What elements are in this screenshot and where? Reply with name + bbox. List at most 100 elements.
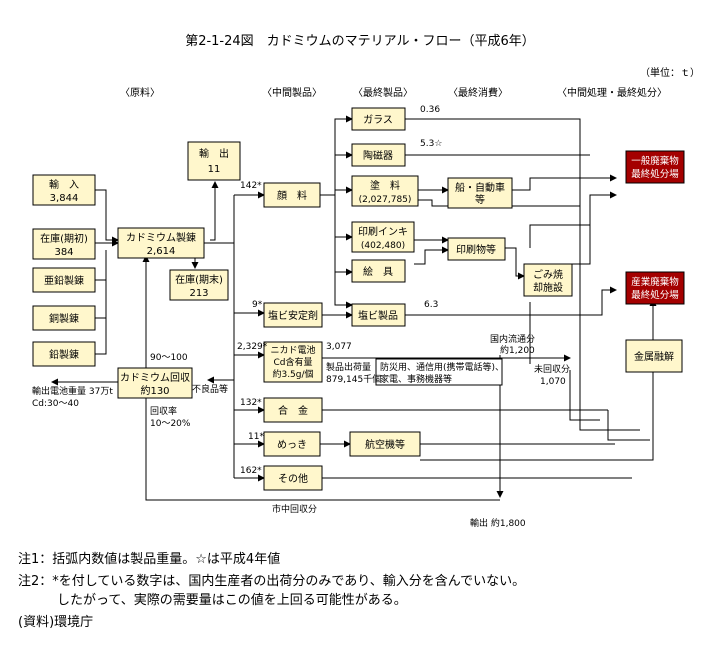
other-value: 162*	[240, 466, 262, 476]
box-incinerator	[523, 263, 573, 297]
shipment-value: 879,145千個	[326, 373, 381, 385]
stock-start-value: 384	[54, 247, 73, 258]
box-export	[187, 141, 241, 181]
box-ceramics	[351, 143, 406, 167]
box-pvc-products	[351, 303, 406, 327]
nicd-value: 2,329*	[237, 342, 268, 352]
box-copper-smelting	[32, 305, 96, 331]
printed-label: 印刷物等	[456, 243, 496, 256]
pvc-products-value: 6.3	[424, 300, 438, 310]
recovery-label: カドミウム回収	[120, 372, 190, 384]
box-stock-start	[32, 228, 96, 260]
export-label: 輸 出	[199, 147, 229, 160]
note-2: 注2：*を付している数字は、国内生産者の出荷分のみであり、輸入分を含んでいない。	[18, 574, 526, 589]
pigment-value: 142*	[240, 181, 262, 191]
stock-start-label: 在庫(期初)	[40, 232, 88, 245]
import-value: 3,844	[50, 193, 79, 204]
box-pigment	[263, 182, 321, 208]
ink-value: (402,480)	[361, 241, 405, 251]
box-printed-matter	[447, 237, 506, 261]
ship-car-label-2: 等	[475, 193, 485, 206]
art-paint-label: 絵 具	[363, 265, 393, 278]
lead-label: 鉛製錬	[49, 348, 79, 361]
ceramics-label: 陶磁器	[363, 149, 393, 162]
nicd-cd-value: 約3.5g/個	[272, 368, 313, 380]
box-glass	[351, 107, 406, 131]
export-out-label: 輸出 約1,800	[470, 517, 526, 529]
domestic-label: 国内流通分	[490, 333, 535, 345]
paint-label: 塗 料	[370, 179, 400, 192]
source-note: (資料)環境庁	[18, 615, 94, 630]
ink-label: 印刷インキ	[358, 226, 408, 238]
incinerator-label-2: 却施設	[533, 281, 563, 294]
industrial-waste-label-2: 最終処分場	[631, 289, 679, 301]
zinc-label: 亜鉛製錬	[44, 274, 84, 287]
box-paint	[351, 175, 419, 207]
pvc-stab-value: 9*	[252, 300, 263, 310]
recovery-rate-label: 回収率	[150, 405, 177, 417]
industrial-waste-label: 産業廃棄物	[631, 276, 679, 288]
box-aircraft	[349, 431, 421, 457]
ship-car-label: 船・自動車	[455, 181, 505, 194]
pigment-label: 顔 料	[277, 189, 307, 202]
column-disposal: 〈中間処理・最終処分〉	[557, 86, 667, 99]
box-general-waste	[625, 150, 685, 184]
column-raw: 〈原料〉	[120, 86, 160, 99]
defective-label: 不良品等	[192, 383, 228, 395]
copper-label: 銅製錬	[49, 312, 79, 325]
paint-value: (2,027,785)	[359, 195, 412, 205]
battery-export-label: 輸出電池重量 37万t	[32, 385, 113, 397]
diagram-title: 第2-1-24図 カドミウムのマテリアル・フロー（平成6年）	[185, 34, 535, 49]
flow-lines	[51, 115, 657, 501]
box-plating	[263, 431, 321, 457]
nicd-output-value: 3,077	[326, 342, 352, 352]
plating-value: 11*	[248, 432, 264, 442]
note-2-cont: したがって、実際の需要量はこの値を上回る可能性がある。	[18, 593, 407, 608]
box-lead-smelting	[32, 341, 96, 367]
stock-end-label: 在庫(期末)	[175, 273, 223, 286]
box-art-paint	[351, 259, 406, 283]
unrecovered-label: 未回収分	[534, 363, 570, 375]
unrecovered-value: 1,070	[540, 377, 566, 387]
ceramics-value: 5.3☆	[420, 139, 442, 149]
box-pvc-stabilizer	[263, 302, 323, 328]
nicd-label: ニカド電池	[270, 344, 315, 356]
recovery-rate-value: 10～20%	[150, 419, 191, 429]
export-value: 11	[208, 164, 221, 175]
uses-label-2: 家電、事務機器等	[380, 373, 452, 385]
pvc-stab-label: 塩ビ安定剤	[268, 309, 318, 322]
box-zinc-smelting	[32, 267, 96, 293]
other-label: その他	[278, 472, 308, 485]
shipment-label: 製品出荷量	[326, 361, 371, 373]
box-metal-melting	[625, 339, 683, 373]
box-cd-refining	[117, 227, 205, 259]
alloy-label: 合 金	[278, 404, 308, 417]
box-cd-recovery	[117, 367, 193, 399]
alloy-value: 132*	[240, 398, 262, 408]
column-intermediate: 〈中間製品〉	[262, 86, 322, 99]
general-waste-label: 一般廃棄物	[631, 155, 679, 167]
box-industrial-waste	[625, 271, 685, 305]
domestic-value: 約1,200	[500, 344, 535, 356]
aircraft-label: 航空機等	[365, 438, 405, 451]
refining-value: 2,614	[147, 246, 176, 257]
pvc-products-label: 塩ビ製品	[358, 309, 398, 322]
note-1: 注1：括弧内数値は製品重量。☆は平成4年値	[18, 552, 281, 567]
market-recovery-label: 市中回収分	[272, 503, 317, 515]
box-alloy	[263, 397, 323, 423]
incinerator-label: ごみ焼	[533, 268, 563, 281]
uses-label: 防災用、通信用(携帯電話等)、	[380, 361, 504, 373]
column-final-product: 〈最終製品〉	[353, 86, 413, 99]
box-import	[32, 174, 96, 206]
stock-end-value: 213	[189, 288, 208, 299]
import-label: 輸 入	[49, 178, 79, 191]
recycle-in-value: 90～100	[150, 353, 188, 363]
glass-label: ガラス	[363, 114, 393, 126]
uses-bracket	[375, 358, 503, 386]
recovery-value: 約130	[140, 384, 169, 397]
general-waste-label-2: 最終処分場	[631, 168, 679, 180]
refining-label: カドミウム製錬	[126, 231, 196, 244]
box-stock-end	[169, 269, 229, 301]
